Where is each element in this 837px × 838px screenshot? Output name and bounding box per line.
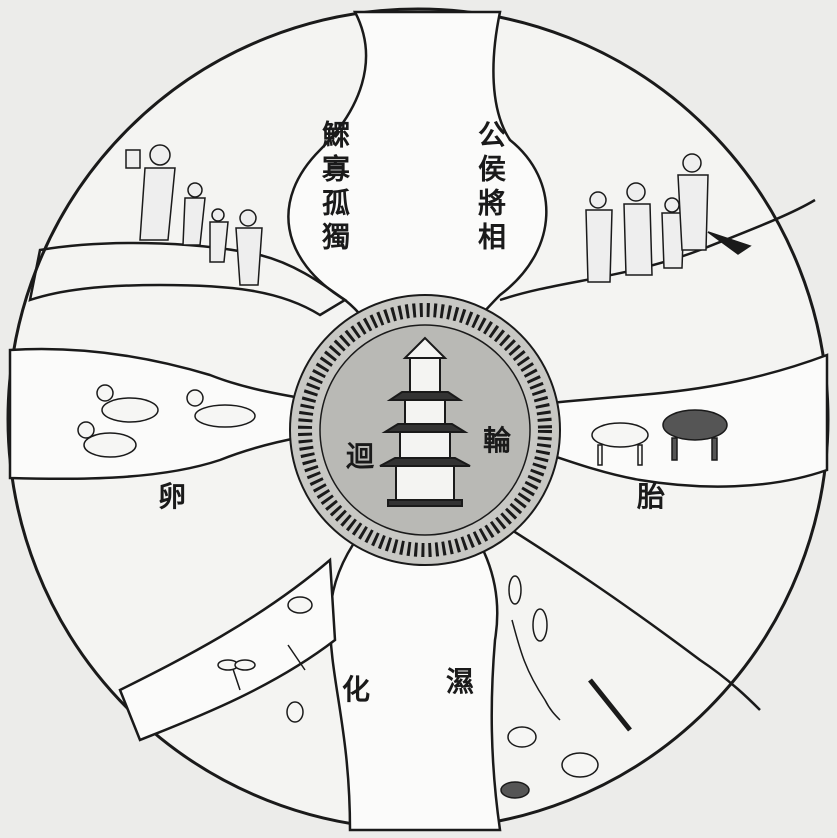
label-womb-born: 胎 xyxy=(637,483,665,511)
label-nobles-ministers: 公侯將相 xyxy=(476,120,504,256)
label-moisture-born: 濕 xyxy=(446,668,474,696)
label-egg-born: 卵 xyxy=(158,483,186,511)
center-left-char: 迴 xyxy=(346,443,374,471)
label-transformation-born: 化 xyxy=(342,676,370,704)
label-widows-orphans: 鰥寡孤獨 xyxy=(320,120,348,256)
center-right-char: 輪 xyxy=(483,427,511,455)
